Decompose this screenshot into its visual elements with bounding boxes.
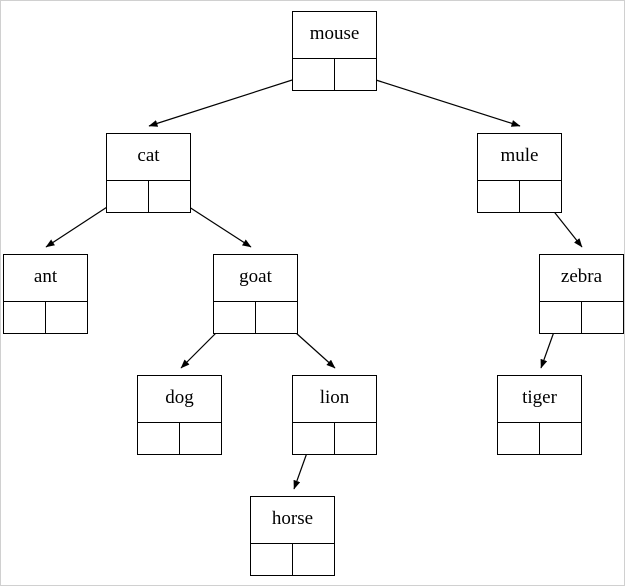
tree-node-lion[interactable]: lion [292, 375, 377, 455]
node-pointer-right-dog[interactable] [180, 423, 222, 454]
node-pointer-left-mouse[interactable] [293, 59, 335, 90]
node-pointer-right-cat[interactable] [149, 181, 191, 212]
node-label-mule: mule [500, 145, 539, 166]
node-pointer-left-mule[interactable] [478, 181, 520, 212]
tree-node-mouse[interactable]: mouse [292, 11, 377, 91]
node-pointer-left-cat[interactable] [107, 181, 149, 212]
tree-edge-mouse-right-mule [353, 72, 521, 127]
tree-node-zebra[interactable]: zebra [539, 254, 624, 334]
node-pointer-right-tiger[interactable] [540, 423, 582, 454]
node-pointer-left-tiger[interactable] [498, 423, 540, 454]
node-label-goat: goat [239, 266, 272, 287]
node-label-tiger: tiger [522, 387, 557, 408]
tree-node-mule[interactable]: mule [477, 133, 562, 213]
node-pointer-left-dog[interactable] [138, 423, 180, 454]
tree-node-dog[interactable]: dog [137, 375, 222, 455]
tree-node-goat[interactable]: goat [213, 254, 298, 334]
node-pointers-horse [251, 543, 334, 575]
node-pointers-lion [293, 422, 376, 454]
node-pointer-right-horse[interactable] [293, 544, 335, 575]
node-pointer-right-lion[interactable] [335, 423, 377, 454]
node-pointers-dog [138, 422, 221, 454]
node-label-zebra: zebra [560, 266, 603, 287]
node-pointer-left-ant[interactable] [4, 302, 46, 333]
node-pointers-tiger [498, 422, 581, 454]
node-pointers-mule [478, 180, 561, 212]
node-label-ant: ant [33, 266, 58, 287]
tree-node-horse[interactable]: horse [250, 496, 335, 576]
node-pointer-right-mouse[interactable] [335, 59, 377, 90]
node-pointers-cat [107, 180, 190, 212]
node-pointer-left-lion[interactable] [293, 423, 335, 454]
node-pointer-right-mule[interactable] [520, 181, 562, 212]
node-pointer-left-zebra[interactable] [540, 302, 582, 333]
node-pointers-ant [4, 301, 87, 333]
node-pointer-left-goat[interactable] [214, 302, 256, 333]
tree-node-tiger[interactable]: tiger [497, 375, 582, 455]
node-pointer-right-zebra[interactable] [582, 302, 624, 333]
node-pointers-goat [214, 301, 297, 333]
tree-edge-mouse-left-cat [148, 72, 315, 127]
node-pointer-left-horse[interactable] [251, 544, 293, 575]
node-pointers-zebra [540, 301, 623, 333]
tree-node-ant[interactable]: ant [3, 254, 88, 334]
node-label-dog: dog [165, 387, 194, 408]
node-label-mouse: mouse [309, 23, 360, 44]
node-label-horse: horse [271, 508, 314, 529]
tree-node-cat[interactable]: cat [106, 133, 191, 213]
node-pointer-right-goat[interactable] [256, 302, 298, 333]
node-label-cat: cat [137, 145, 160, 166]
node-pointers-mouse [293, 58, 376, 90]
node-pointer-right-ant[interactable] [46, 302, 88, 333]
node-label-lion: lion [319, 387, 350, 408]
